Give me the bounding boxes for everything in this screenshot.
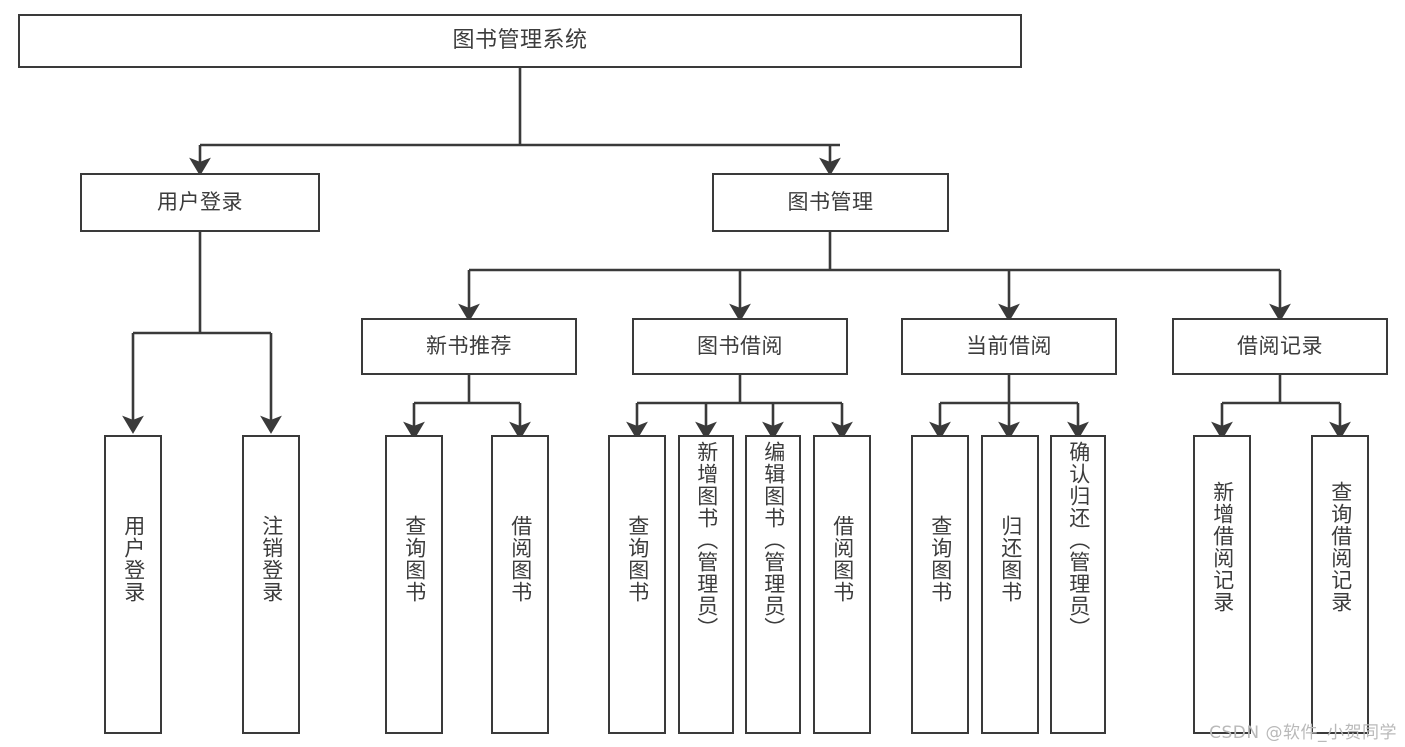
leaf-logout[interactable]: 注销登录 — [242, 435, 300, 734]
node-user-login[interactable]: 用户登录 — [80, 173, 320, 232]
node-label: 归还图书 — [998, 515, 1023, 603]
leaf-query-book-borrow[interactable]: 查询图书 — [608, 435, 666, 734]
node-current-borrow[interactable]: 当前借阅 — [901, 318, 1117, 375]
node-label: 新增借阅记录 — [1210, 481, 1235, 613]
node-label: 新增图书（管理员） — [694, 441, 719, 639]
node-book-borrow[interactable]: 图书借阅 — [632, 318, 848, 375]
leaf-borrow-book-recommend[interactable]: 借阅图书 — [491, 435, 549, 734]
node-label: 查询借阅记录 — [1328, 481, 1353, 613]
node-label: 用户登录 — [121, 515, 146, 603]
node-label: 注销登录 — [259, 515, 284, 603]
node-label: 用户登录 — [157, 190, 243, 215]
node-label: 借阅记录 — [1237, 334, 1323, 359]
node-label: 新书推荐 — [426, 334, 512, 359]
node-label: 借阅图书 — [830, 515, 855, 603]
node-label: 编辑图书（管理员） — [761, 441, 786, 639]
node-label: 图书管理系统 — [452, 28, 588, 54]
node-label: 确认归还（管理员） — [1066, 441, 1091, 639]
leaf-edit-book-admin[interactable]: 编辑图书（管理员） — [745, 435, 801, 734]
node-root-book-management-system[interactable]: 图书管理系统 — [18, 14, 1022, 68]
leaf-add-borrow-record[interactable]: 新增借阅记录 — [1193, 435, 1251, 734]
leaf-return-book[interactable]: 归还图书 — [981, 435, 1039, 734]
leaf-borrow-book[interactable]: 借阅图书 — [813, 435, 871, 734]
node-label: 借阅图书 — [508, 515, 533, 603]
node-label: 查询图书 — [625, 515, 650, 603]
leaf-add-book-admin[interactable]: 新增图书（管理员） — [678, 435, 734, 734]
leaf-query-book-current[interactable]: 查询图书 — [911, 435, 969, 734]
node-label: 图书管理 — [787, 190, 874, 215]
leaf-query-borrow-record[interactable]: 查询借阅记录 — [1311, 435, 1369, 734]
leaf-confirm-return-admin[interactable]: 确认归还（管理员） — [1050, 435, 1106, 734]
node-borrow-record[interactable]: 借阅记录 — [1172, 318, 1388, 375]
csdn-watermark: CSDN @软件_小贺同学 — [1209, 723, 1397, 743]
node-label: 查询图书 — [402, 515, 427, 603]
node-book-management[interactable]: 图书管理 — [712, 173, 949, 232]
leaf-query-book-recommend[interactable]: 查询图书 — [385, 435, 443, 734]
node-label: 当前借阅 — [966, 334, 1052, 359]
node-new-book-recommend[interactable]: 新书推荐 — [361, 318, 577, 375]
leaf-user-login[interactable]: 用户登录 — [104, 435, 162, 734]
node-label: 图书借阅 — [697, 334, 783, 359]
node-label: 查询图书 — [928, 515, 953, 603]
